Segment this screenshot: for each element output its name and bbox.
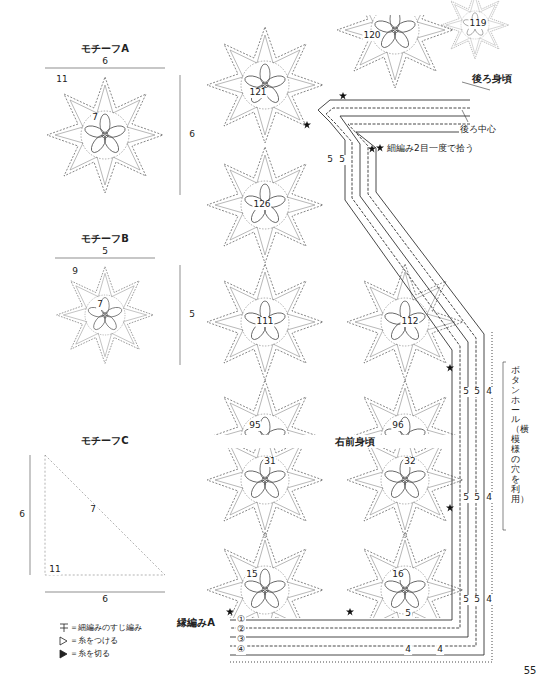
chart-label: 7 xyxy=(89,505,97,515)
chart-label: 5 xyxy=(404,609,412,619)
motif-119 xyxy=(441,0,509,59)
chart-label: 11 xyxy=(48,565,61,575)
chart-label: 5 xyxy=(473,493,481,503)
chart-label: ③ xyxy=(236,635,246,645)
motif-title: モチーフB xyxy=(80,233,130,244)
chart-label: 4 xyxy=(485,387,493,397)
chart-label: 後ろ身頃 xyxy=(471,73,513,84)
chart-label: ④ xyxy=(236,645,246,655)
chart-label: 32 xyxy=(403,457,416,467)
chart-label: 7 xyxy=(96,300,104,310)
chart-label: 5 xyxy=(326,155,334,165)
chart-label: 55 xyxy=(523,665,538,676)
chart-label: 96 xyxy=(391,421,404,431)
legend-symbols xyxy=(60,624,68,658)
chart-label: 120 xyxy=(362,31,381,41)
chart-label: 5 xyxy=(473,595,481,605)
chart-label: ② xyxy=(236,625,246,635)
chart-label: 縁編みA xyxy=(176,617,216,628)
chart-label: 4 xyxy=(404,645,412,655)
chart-label: ① xyxy=(236,615,246,625)
upper-motifs xyxy=(207,15,463,435)
chart-label: 121 xyxy=(248,88,267,98)
legend-text: ＝糸をつける xyxy=(70,637,118,646)
chart-label: 細編み2目一度で拾う xyxy=(386,144,475,154)
chart-label: 119 xyxy=(468,19,487,29)
chart-label: 5 xyxy=(462,595,470,605)
chart-label: 5 xyxy=(188,310,196,320)
chart-label: 5 xyxy=(101,247,109,257)
chart-label: 9 xyxy=(71,267,79,277)
chart-label: 6 xyxy=(188,130,196,140)
lower-motifs xyxy=(207,448,463,618)
chart-label: 4 xyxy=(485,493,493,503)
chart-label: 5 xyxy=(338,155,346,165)
legend-text: ＝糸を切る xyxy=(70,650,110,659)
chart-label: 6 xyxy=(18,510,26,520)
motif-title: モチーフA xyxy=(80,43,130,54)
chart-label: 6 xyxy=(101,57,109,67)
chart-label: 11 xyxy=(55,75,68,85)
chart-label: 4 xyxy=(485,595,493,605)
chart-label: 5 xyxy=(473,387,481,397)
chart-label: 4 xyxy=(436,645,444,655)
chart-label: 6 xyxy=(101,595,109,605)
vertical-note: ボタンホール（横模様の穴を利用） xyxy=(510,366,521,504)
chart-label: 111 xyxy=(255,317,274,327)
chart-label: 15 xyxy=(245,570,258,580)
star-mark xyxy=(226,92,454,616)
chart-label: 126 xyxy=(252,200,271,210)
chart-label: 16 xyxy=(391,570,404,580)
legend-text: ＝細編みのすじ編み xyxy=(70,624,142,633)
motif-title: モチーフC xyxy=(80,435,129,446)
chart-label: 5 xyxy=(462,493,470,503)
chart-label: 31 xyxy=(263,457,276,467)
edging-band xyxy=(230,100,492,662)
motif-b xyxy=(57,267,154,364)
chart-label: 95 xyxy=(248,421,261,431)
chart-label: 5 xyxy=(462,387,470,397)
chart-label: 7 xyxy=(91,113,99,123)
chart-label: 後ろ中心 xyxy=(459,125,497,135)
chart-label: 112 xyxy=(400,317,419,327)
motif-a xyxy=(47,77,163,193)
chart-label: 右前身頃 xyxy=(334,436,376,447)
